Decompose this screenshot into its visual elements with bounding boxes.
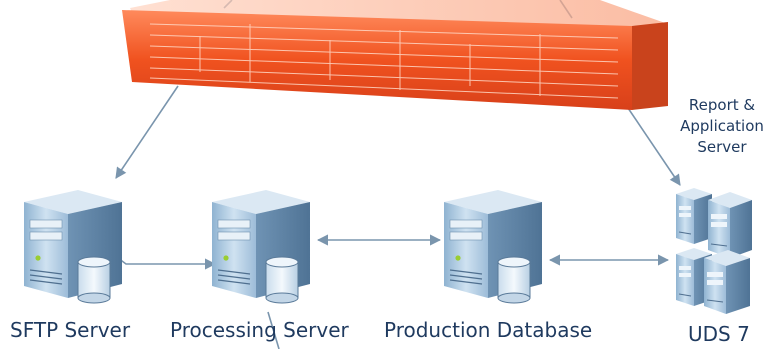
processing-server-label: Processing Server bbox=[170, 318, 349, 342]
uds-caption-line1: Report & bbox=[688, 96, 756, 114]
arrow-sftp-to-processing bbox=[117, 257, 217, 270]
sftp-server-icon bbox=[24, 190, 122, 304]
server-cluster-icon bbox=[676, 188, 752, 314]
database-cylinder-icon bbox=[77, 256, 111, 304]
uds-caption-line3: Server bbox=[697, 138, 747, 156]
uds-caption: Report & Application Server bbox=[670, 95, 774, 158]
database-cylinder-icon bbox=[265, 256, 299, 304]
uds-label: UDS 7 bbox=[688, 322, 750, 346]
database-cylinder-icon bbox=[497, 256, 531, 304]
sftp-server-label: SFTP Server bbox=[10, 318, 131, 342]
processing-server-icon bbox=[212, 190, 310, 304]
firewall-icon bbox=[122, 0, 668, 110]
production-database-label: Production Database bbox=[384, 318, 593, 342]
arrow-firewall-to-uds bbox=[627, 107, 681, 186]
arrow-firewall-to-sftp bbox=[115, 85, 179, 179]
downlink-processing bbox=[267, 311, 280, 349]
uds-caption-line2: Application bbox=[680, 117, 764, 135]
production-database-icon bbox=[444, 190, 542, 304]
